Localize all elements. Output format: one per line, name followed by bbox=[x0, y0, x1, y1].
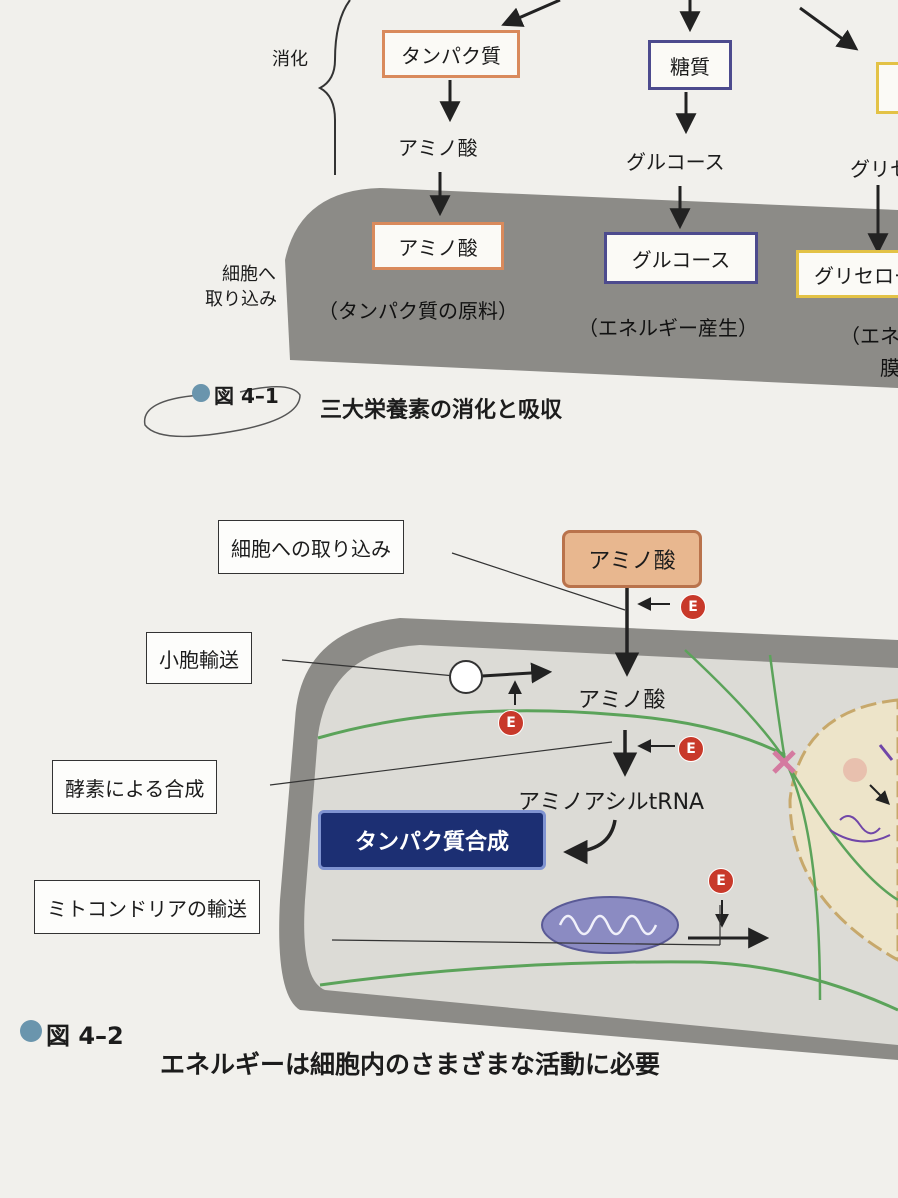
er-membrane-right3 bbox=[783, 759, 898, 902]
uptake-label-2: 取り込み bbox=[205, 289, 277, 310]
mitochondrion-icon bbox=[541, 896, 679, 954]
centrosome-icon bbox=[772, 750, 796, 774]
digestion-brace bbox=[317, 0, 351, 175]
callout-vesicle: 小胞輸送 bbox=[146, 632, 252, 684]
caption-dot-2 bbox=[20, 1020, 42, 1042]
er-membrane-lower bbox=[319, 960, 898, 1012]
fat-box bbox=[876, 62, 898, 114]
protein-box: タンパク質 bbox=[382, 30, 520, 78]
chromatin bbox=[829, 815, 891, 843]
callout-enzyme: 酵素による合成 bbox=[52, 760, 218, 814]
role-glucose: （エネルギー産生） bbox=[578, 316, 758, 340]
fig2-amino-inside: アミノ酸 bbox=[578, 688, 666, 713]
fig2-arrow-synthesis bbox=[563, 819, 617, 865]
er-membrane-right2 bbox=[768, 654, 787, 761]
fig1-caption-text: 三大栄養素の消化と吸収 bbox=[320, 398, 563, 423]
fig2-arrow-vesicle bbox=[481, 662, 553, 684]
digested-amino: アミノ酸 bbox=[398, 136, 478, 160]
role-glycerol-2: 膜 bbox=[880, 356, 898, 380]
role-amino: （タンパク質の原料） bbox=[318, 299, 518, 323]
sugar-box: 糖質 bbox=[648, 40, 732, 90]
fig1-arrow-fat-in bbox=[799, 6, 859, 51]
pencil-scribble bbox=[143, 385, 301, 438]
protein-synthesis-box: タンパク質合成 bbox=[318, 810, 546, 870]
caption-dot bbox=[192, 384, 210, 402]
fig2-caption-text: エネルギーは細胞内のさまざまな活動に必要 bbox=[160, 1050, 661, 1079]
digested-glycerol: グリセ bbox=[850, 157, 898, 181]
fig2-amino-box: アミノ酸 bbox=[562, 530, 702, 588]
energy-badge-mito: E bbox=[708, 868, 734, 894]
energy-badge-enzyme: E bbox=[678, 736, 704, 762]
vesicle-icon bbox=[449, 660, 483, 694]
energy-badge-vesicle: E bbox=[498, 710, 524, 736]
fig2-caption-num: 図 4–2 bbox=[46, 1022, 124, 1050]
cell-glycerol-box: グリセロー bbox=[796, 250, 898, 298]
fig2-aminoacyl-trna: アミノアシルtRNA bbox=[518, 790, 705, 815]
cell-amino-box: アミノ酸 bbox=[372, 222, 504, 270]
energy-badge-uptake: E bbox=[680, 594, 706, 620]
callout-uptake: 細胞への取り込み bbox=[218, 520, 404, 574]
uptake-label-1: 細胞へ bbox=[222, 264, 276, 285]
callout-mito: ミトコンドリアの輸送 bbox=[34, 880, 260, 934]
er-membrane-upper bbox=[317, 709, 786, 757]
role-glycerol: （エネル bbox=[840, 324, 898, 348]
digested-glucose: グルコース bbox=[626, 150, 725, 174]
nucleus bbox=[788, 698, 898, 962]
fig1-caption-num: 図 4–1 bbox=[214, 384, 279, 408]
cell-glucose-box: グルコース bbox=[604, 232, 758, 284]
fig1-arrow-protein-in bbox=[501, 0, 561, 27]
digestion-label: 消化 bbox=[272, 49, 308, 70]
